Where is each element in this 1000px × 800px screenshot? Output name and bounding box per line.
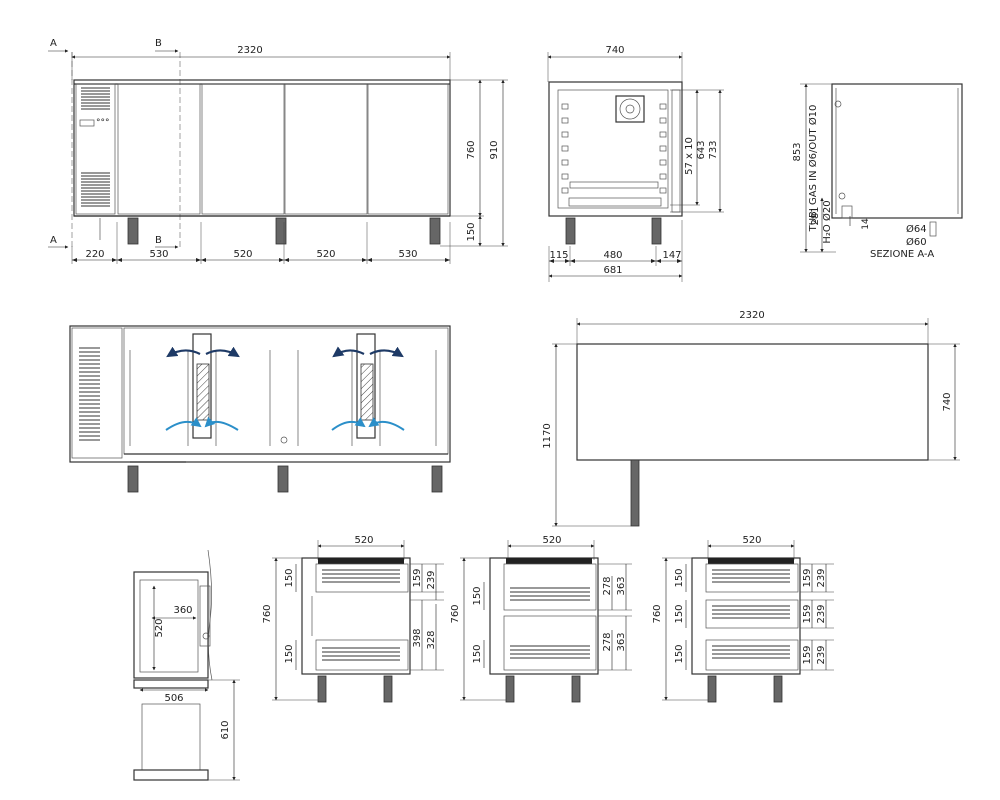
dim-top-depth: 740 [942, 392, 953, 411]
d3-r3: 159 [802, 604, 813, 623]
d1-width: 520 [354, 535, 373, 546]
dim-height-910: 910 [489, 140, 500, 159]
d3-vent-middle [712, 605, 790, 619]
dim-height-760: 760 [466, 140, 477, 159]
dim-733: 733 [708, 140, 719, 159]
dim-bottom-220: 220 [85, 249, 104, 260]
section-a-bottom: A [50, 235, 57, 246]
d1-r4: 328 [426, 630, 437, 649]
drawer-view-2: 520 760 150 150 278 363 278 3 [450, 535, 632, 703]
dim-tray-610: 610 [220, 720, 231, 739]
dim-leg-150: 150 [466, 222, 477, 241]
dim-643: 643 [696, 140, 707, 159]
dim-top-width: 2320 [739, 310, 764, 321]
airflow-grille [79, 347, 100, 441]
d2-left-top: 150 [472, 586, 483, 605]
d1-vent-bottom [322, 647, 400, 661]
d3-left-bottom: 150 [674, 644, 685, 663]
control-panel: °°° [96, 118, 110, 128]
section-caption: SEZIONE A-A [870, 249, 934, 260]
d2-vent-bottom [510, 645, 590, 659]
gas-label: TUBI GAS IN Ø6/OUT Ø10 [807, 105, 819, 233]
dim-tray-520: 520 [154, 618, 165, 637]
dim-681: 681 [603, 265, 622, 276]
dim-top-1170: 1170 [542, 423, 553, 448]
d2-left-bottom: 150 [472, 644, 483, 663]
drawer-view-3: 520 760 150 150 150 [652, 535, 834, 703]
airflow-view [69, 325, 451, 493]
d2-vent-top [510, 587, 590, 601]
d2-r3: 278 [602, 632, 613, 651]
dim-total-width: 2320 [237, 45, 262, 56]
d2-height: 760 [450, 604, 461, 623]
d3-left-top: 150 [674, 568, 685, 587]
d3-r5: 159 [802, 645, 813, 664]
dim-14: 14 [861, 218, 871, 230]
dim-281: 281 [810, 206, 821, 225]
d1-r3: 398 [412, 628, 423, 647]
dim-tray-506: 506 [164, 693, 183, 704]
d3-r6: 239 [816, 645, 827, 664]
d1-r2: 239 [426, 570, 437, 589]
side-shelf-brackets [561, 103, 667, 194]
d2-r1: 278 [602, 576, 613, 595]
d3-vent-top [712, 569, 790, 583]
dim-115: 115 [549, 250, 568, 261]
d3-r2: 239 [816, 568, 827, 587]
dim-147: 147 [662, 250, 681, 261]
d3-left-mid: 150 [674, 604, 685, 623]
d1-left-bottom: 150 [284, 644, 295, 663]
dim-bottom-520b: 520 [316, 249, 335, 260]
dim-phi64: Ø64 [906, 223, 927, 235]
dim-shelves: 57 x 10 [684, 137, 695, 175]
dim-bottom-530b: 530 [398, 249, 417, 260]
water-label: H₂O Ø20 [821, 200, 833, 243]
front-grille-bottom [81, 172, 110, 207]
d3-r4: 239 [816, 604, 827, 623]
dim-480: 480 [603, 250, 622, 261]
d3-r1: 159 [802, 568, 813, 587]
d2-r4: 363 [616, 632, 627, 651]
dim-bottom-530a: 530 [149, 249, 168, 260]
d3-vent-bottom [712, 645, 790, 659]
d1-height: 760 [262, 604, 273, 623]
d1-left-top: 150 [284, 568, 295, 587]
top-view: 2320 740 1170 [542, 310, 960, 527]
dim-bottom-520a: 520 [233, 249, 252, 260]
dim-tray-360: 360 [173, 605, 192, 616]
dim-depth-740: 740 [605, 45, 624, 56]
dim-853: 853 [792, 142, 803, 161]
d1-vent-top [322, 569, 400, 583]
section-b-bottom: B [155, 235, 162, 246]
front-grille-top [81, 87, 110, 110]
dim-phi60: Ø60 [906, 236, 927, 248]
d3-width: 520 [742, 535, 761, 546]
section-b-top: B [155, 38, 162, 49]
side-view: 740 57 x 10 643 733 [547, 45, 724, 282]
front-view: A B A B 2320 °°° [48, 38, 508, 264]
section-aa-view: 853 TUBI GAS IN Ø6/OUT Ø10 281 H₂O Ø20 1… [792, 83, 963, 260]
d2-r2: 363 [616, 576, 627, 595]
section-a-top: A [50, 38, 57, 49]
drawer-view-1: 520 760 150 150 159 239 398 [262, 535, 444, 703]
tray-view: 360 520 506 610 [133, 549, 240, 781]
d2-width: 520 [542, 535, 561, 546]
d1-r1: 159 [412, 568, 423, 587]
d3-height: 760 [652, 604, 663, 623]
